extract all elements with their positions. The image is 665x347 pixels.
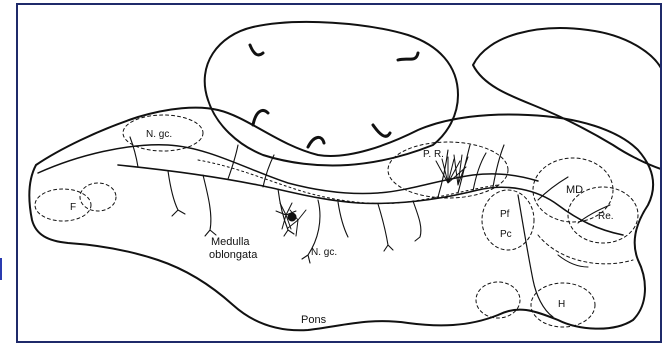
axon-descending bbox=[518, 195, 553, 317]
label-p-r: P. R. bbox=[423, 149, 444, 160]
f-region bbox=[35, 189, 91, 221]
f-region-2 bbox=[80, 183, 116, 211]
label-h: H bbox=[558, 299, 565, 310]
cerebellum-fold-3 bbox=[253, 111, 268, 125]
brainstem-diagram: N. gc. F Medulla oblongata N. gc. Pons P… bbox=[18, 5, 662, 343]
cerebellum-fold-4 bbox=[308, 137, 324, 147]
dendrite-cluster bbox=[276, 203, 306, 236]
label-md: MD bbox=[566, 184, 583, 196]
cerebellum-fold-1 bbox=[250, 45, 263, 55]
label-pc: Pc bbox=[500, 229, 512, 240]
left-edge-mark bbox=[0, 258, 6, 280]
axon-main bbox=[118, 165, 623, 235]
figure-frame: N. gc. F Medulla oblongata N. gc. Pons P… bbox=[16, 3, 662, 343]
cerebellum-fold-2 bbox=[398, 53, 418, 60]
label-f: F bbox=[70, 202, 76, 213]
label-oblongata: oblongata bbox=[209, 249, 258, 261]
collateral-branches bbox=[130, 137, 610, 267]
lower-region bbox=[476, 282, 520, 318]
hemisphere-outline bbox=[473, 28, 662, 170]
label-pons: Pons bbox=[301, 314, 327, 326]
cerebellum-fold-5 bbox=[373, 125, 390, 136]
label-pf: Pf bbox=[500, 209, 510, 220]
label-n-gc-top: N. gc. bbox=[146, 129, 172, 140]
label-re: Re. bbox=[598, 211, 614, 222]
label-medulla: Medulla bbox=[211, 236, 250, 248]
label-n-gc-lower: N. gc. bbox=[311, 247, 337, 258]
cerebellum-outline bbox=[205, 22, 458, 166]
